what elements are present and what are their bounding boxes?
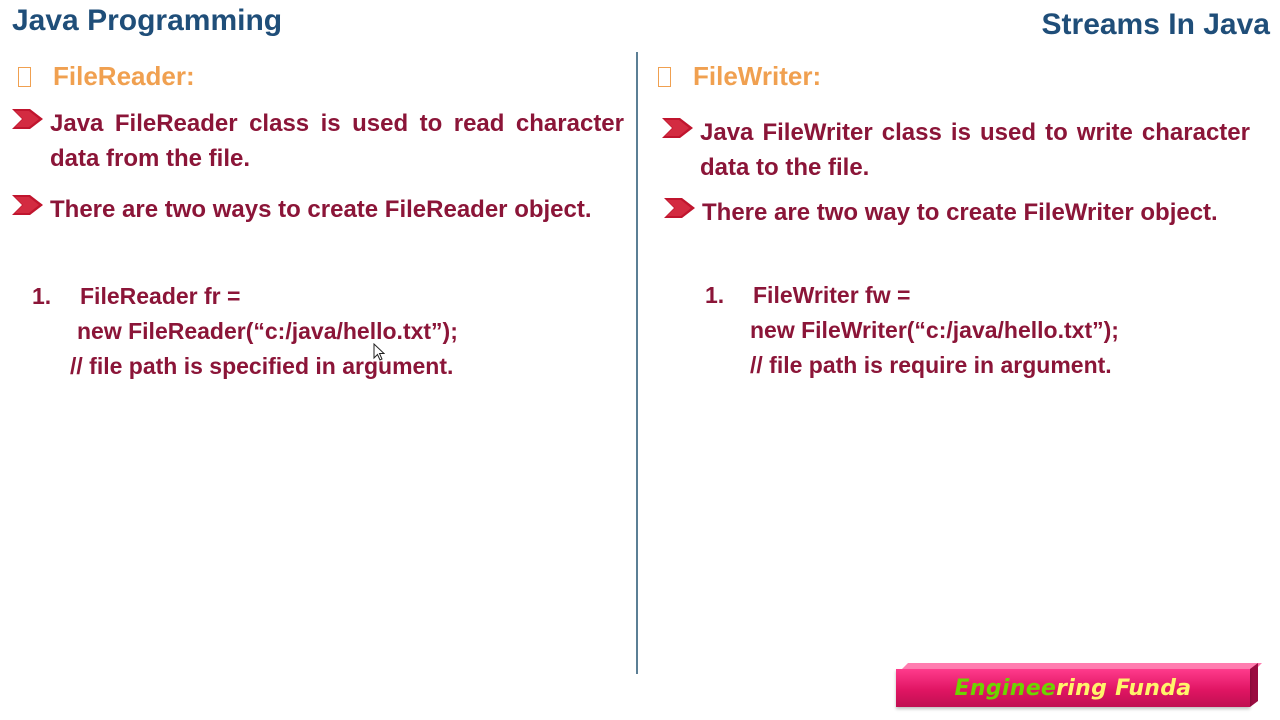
code-list-number: 1. — [32, 283, 52, 309]
filewriter-heading: FileWriter: — [658, 61, 821, 92]
code-line-2: new FileReader(“c:/java/hello.txt”); — [77, 318, 458, 344]
filewriter-bullet-1: Java FileWriter class is used to write c… — [662, 115, 1250, 185]
arrow-bullet-icon — [664, 198, 695, 218]
logo-text-yellow: ring Funda — [1056, 675, 1192, 701]
column-divider — [636, 52, 638, 674]
code-comment: // file path is require in argument. — [750, 352, 1112, 378]
filewriter-bullet-2: There are two way to create FileWriter o… — [664, 195, 1252, 230]
code-comment: // file path is specified in argument. — [70, 353, 454, 379]
filereader-heading: FileReader: — [18, 61, 195, 92]
box-icon — [18, 66, 31, 87]
arrow-bullet-icon — [12, 195, 43, 215]
box-icon — [658, 66, 671, 87]
logo-text-green: Enginee — [954, 675, 1057, 701]
mouse-cursor-icon — [373, 343, 385, 361]
arrow-bullet-icon — [12, 109, 43, 129]
filewriter-bullet-text: There are two way to create FileWriter o… — [702, 199, 1218, 226]
code-line-1: FileWriter fw = — [753, 282, 911, 308]
code-line-1: FileReader fr = — [80, 283, 241, 309]
topic-title: Streams In Java — [1041, 8, 1270, 41]
filereader-heading-text: FileReader: — [53, 61, 195, 91]
filewriter-heading-text: FileWriter: — [693, 61, 822, 91]
code-list-number: 1. — [705, 282, 725, 308]
filereader-bullet-text: Java FileReader class is used to read ch… — [50, 110, 624, 172]
code-line-2: new FileWriter(“c:/java/hello.txt”); — [750, 317, 1119, 343]
filereader-bullet-2: There are two ways to create FileReader … — [12, 192, 624, 227]
arrow-bullet-icon — [662, 118, 693, 138]
filewriter-column: FileWriter: Java FileWriter class is use… — [640, 0, 1250, 720]
filereader-bullet-1: Java FileReader class is used to read ch… — [12, 106, 624, 176]
filewriter-bullet-text: Java FileWriter class is used to write c… — [700, 119, 1250, 181]
engineering-funda-logo: Engineering Funda — [896, 663, 1262, 708]
page-title: Java Programming — [12, 4, 283, 37]
filereader-column: FileReader: Java FileReader class is use… — [0, 0, 624, 720]
filereader-bullet-text: There are two ways to create FileReader … — [50, 196, 592, 223]
